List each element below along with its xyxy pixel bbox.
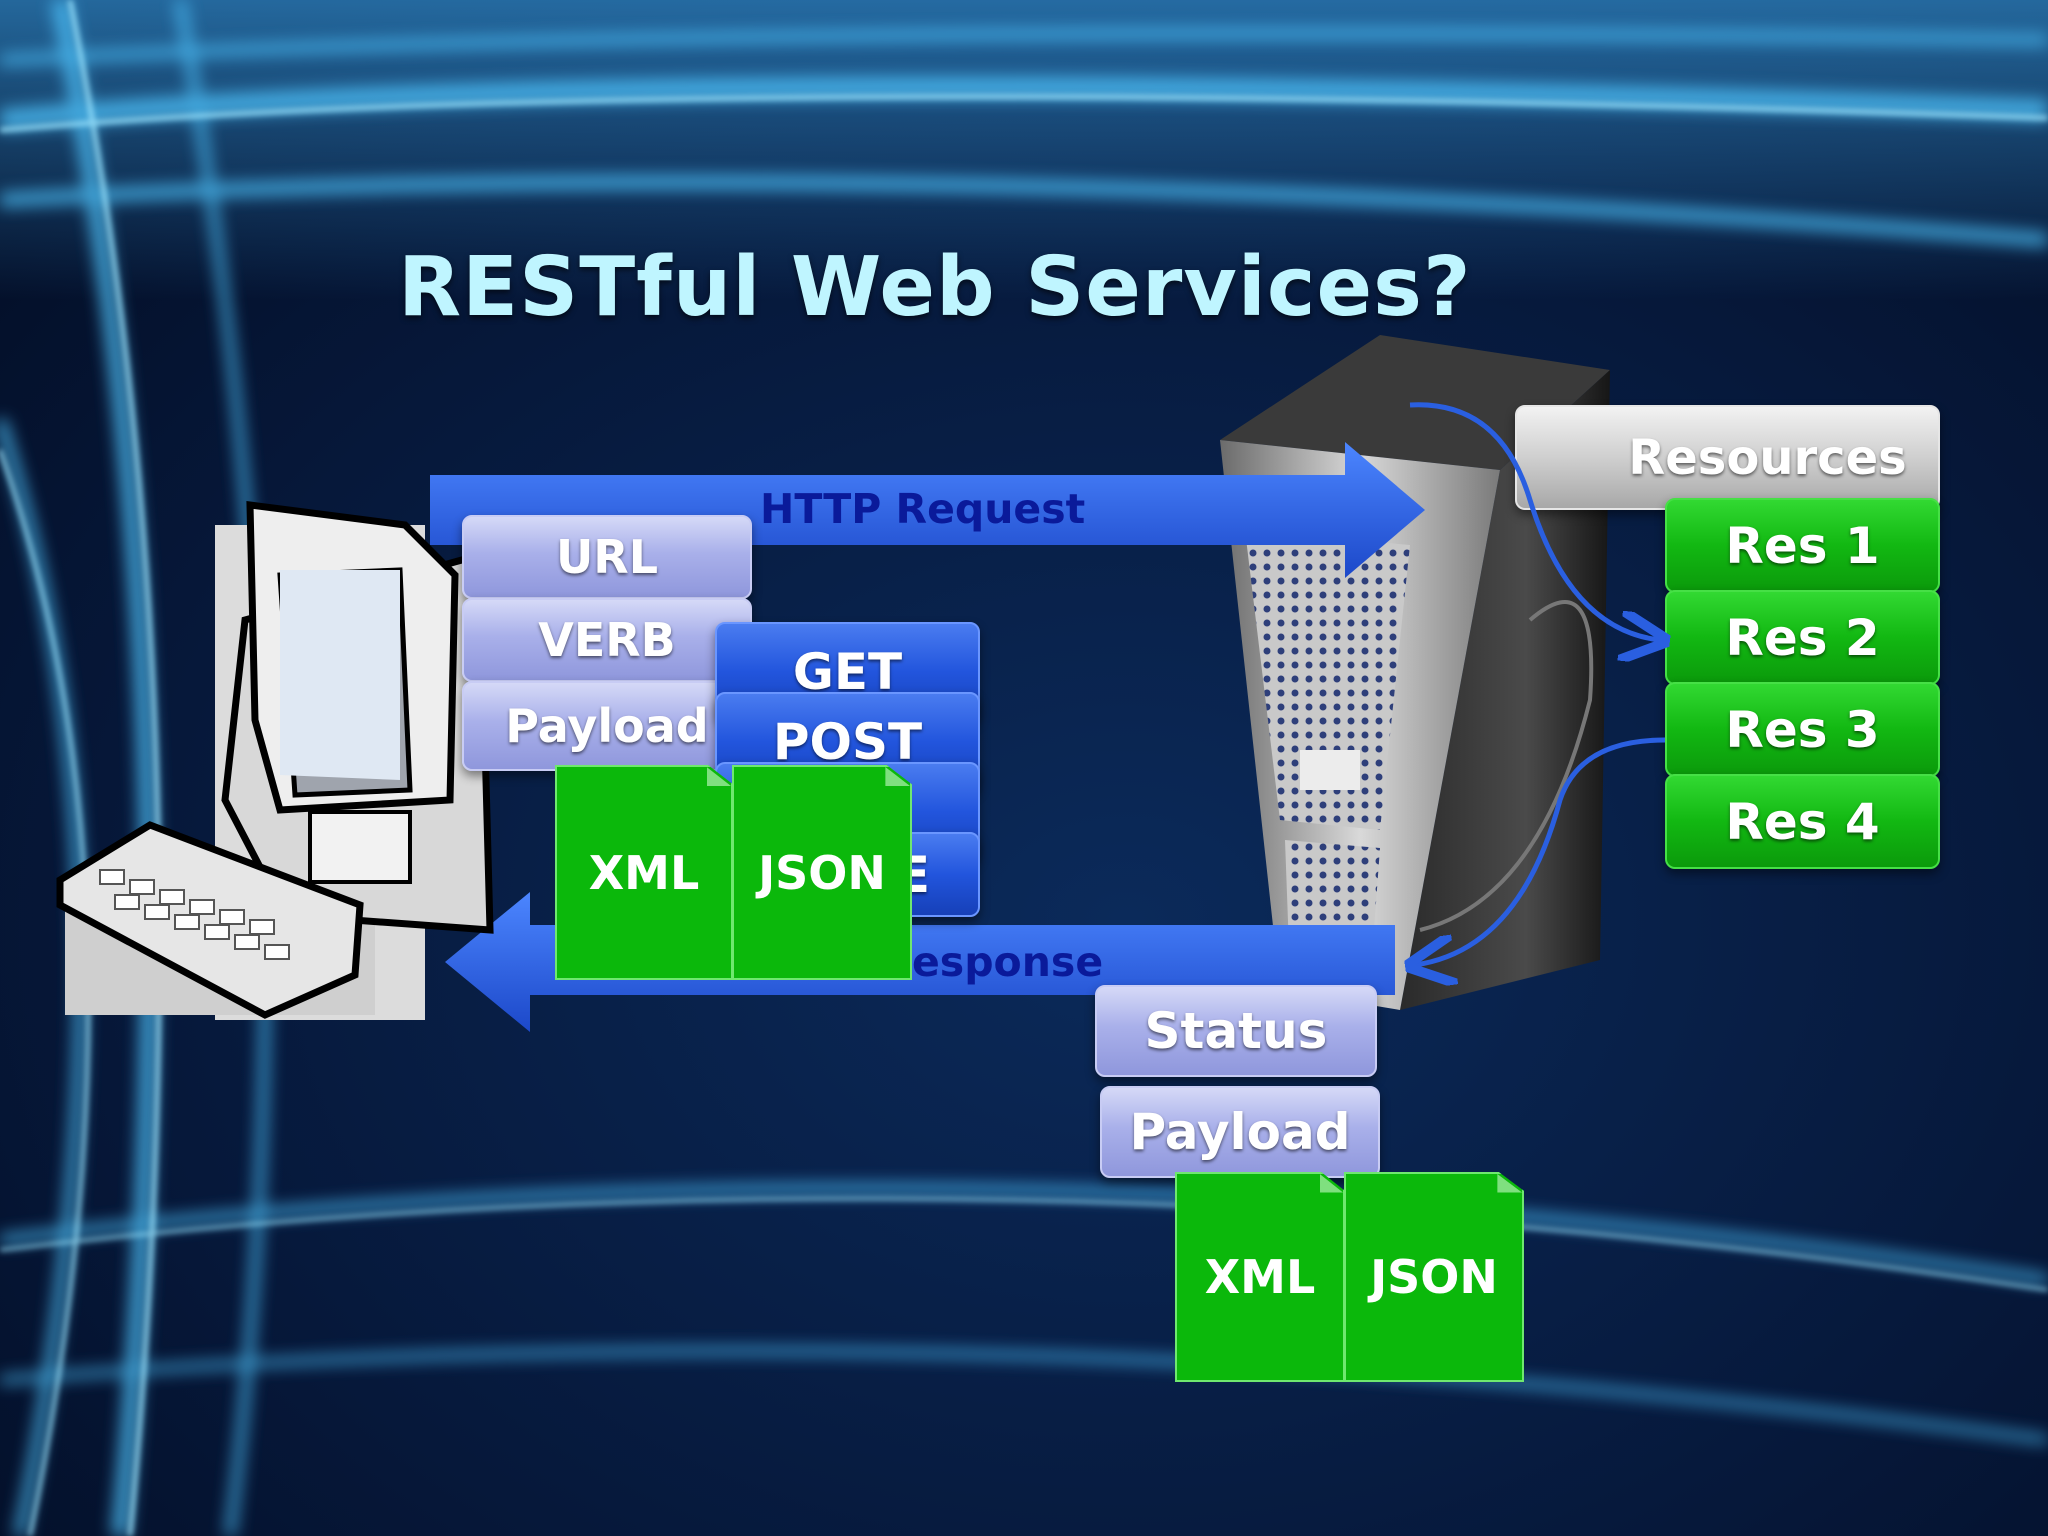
request-doc-xml-label: XML: [588, 845, 700, 900]
request-doc-json-label: JSON: [758, 845, 886, 900]
request-part-url: URL: [462, 515, 752, 599]
response-doc-xml-label: XML: [1204, 1250, 1316, 1304]
request-doc-xml: XML: [555, 765, 733, 980]
resource-res-3: Res 3: [1665, 682, 1940, 777]
response-doc-json-label: JSON: [1370, 1250, 1498, 1304]
resource-res-2: Res 2: [1665, 590, 1940, 685]
resource-res-1: Res 1: [1665, 498, 1940, 593]
resources-header: Resources: [1515, 405, 1940, 510]
http-response-label: esponse: [912, 938, 1104, 986]
request-part-verb: VERB: [462, 598, 752, 682]
request-part-payload: Payload: [462, 681, 752, 771]
response-part-payload: Payload: [1100, 1086, 1380, 1178]
response-doc-json: JSON: [1344, 1172, 1524, 1382]
resource-res-4: Res 4: [1665, 774, 1940, 869]
response-part-status: Status: [1095, 985, 1377, 1077]
request-doc-json: JSON: [732, 765, 912, 980]
response-doc-xml: XML: [1175, 1172, 1345, 1382]
slide-title: RESTful Web Services?: [398, 240, 1472, 335]
http-request-label: HTTP Request: [760, 485, 1086, 533]
